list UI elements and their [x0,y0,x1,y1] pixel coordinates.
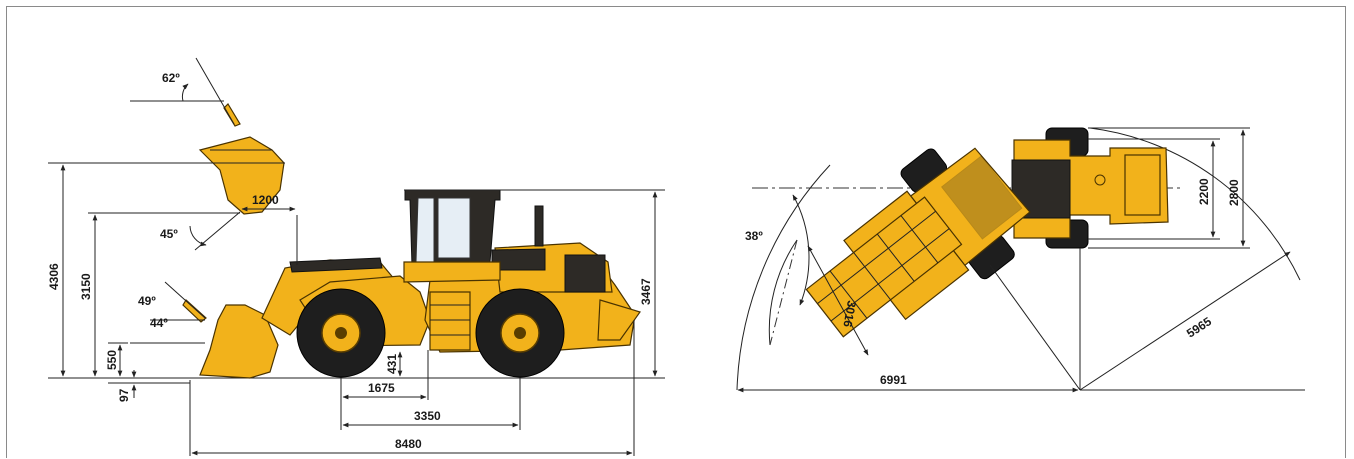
figure-frame [6,6,1346,458]
top-view: 38º 3016 2200 2800 5965 6991 [736,127,1305,393]
dim-3150: 3150 [79,273,93,300]
dim-1200: 1200 [252,193,279,207]
dim-8480: 8480 [395,437,422,451]
dim-2200: 2200 [1197,178,1211,205]
dim-3467: 3467 [639,278,653,305]
dim-2800: 2800 [1227,179,1241,206]
rear-frame [1011,127,1169,249]
angle-44-label: 44º [150,316,168,330]
dim-3016: 3016 [840,299,858,328]
dim-550: 550 [105,350,119,370]
angle-38-label: 38º [745,229,763,243]
turn-arc-outer [736,164,831,391]
rear-wheel [475,288,565,378]
angle-45-label: 45º [160,227,178,241]
side-view: 62º 45º 49º 44º 4306 3150 550 97 431 346… [47,57,665,456]
raised-bucket [198,103,285,215]
angle-62-label: 62º [162,71,180,85]
dim-5965: 5965 [1184,314,1214,340]
ground-bucket [182,299,279,379]
dim-4306: 4306 [47,263,61,290]
dim-1675: 1675 [368,381,395,395]
dim-431: 431 [385,354,399,374]
dim-97: 97 [117,388,131,402]
dim-6991: 6991 [880,373,907,387]
front-wheel [296,288,386,378]
angle-49-label: 49º [138,294,156,308]
radius-5965-line [1079,251,1291,391]
dim-3350: 3350 [414,409,441,423]
